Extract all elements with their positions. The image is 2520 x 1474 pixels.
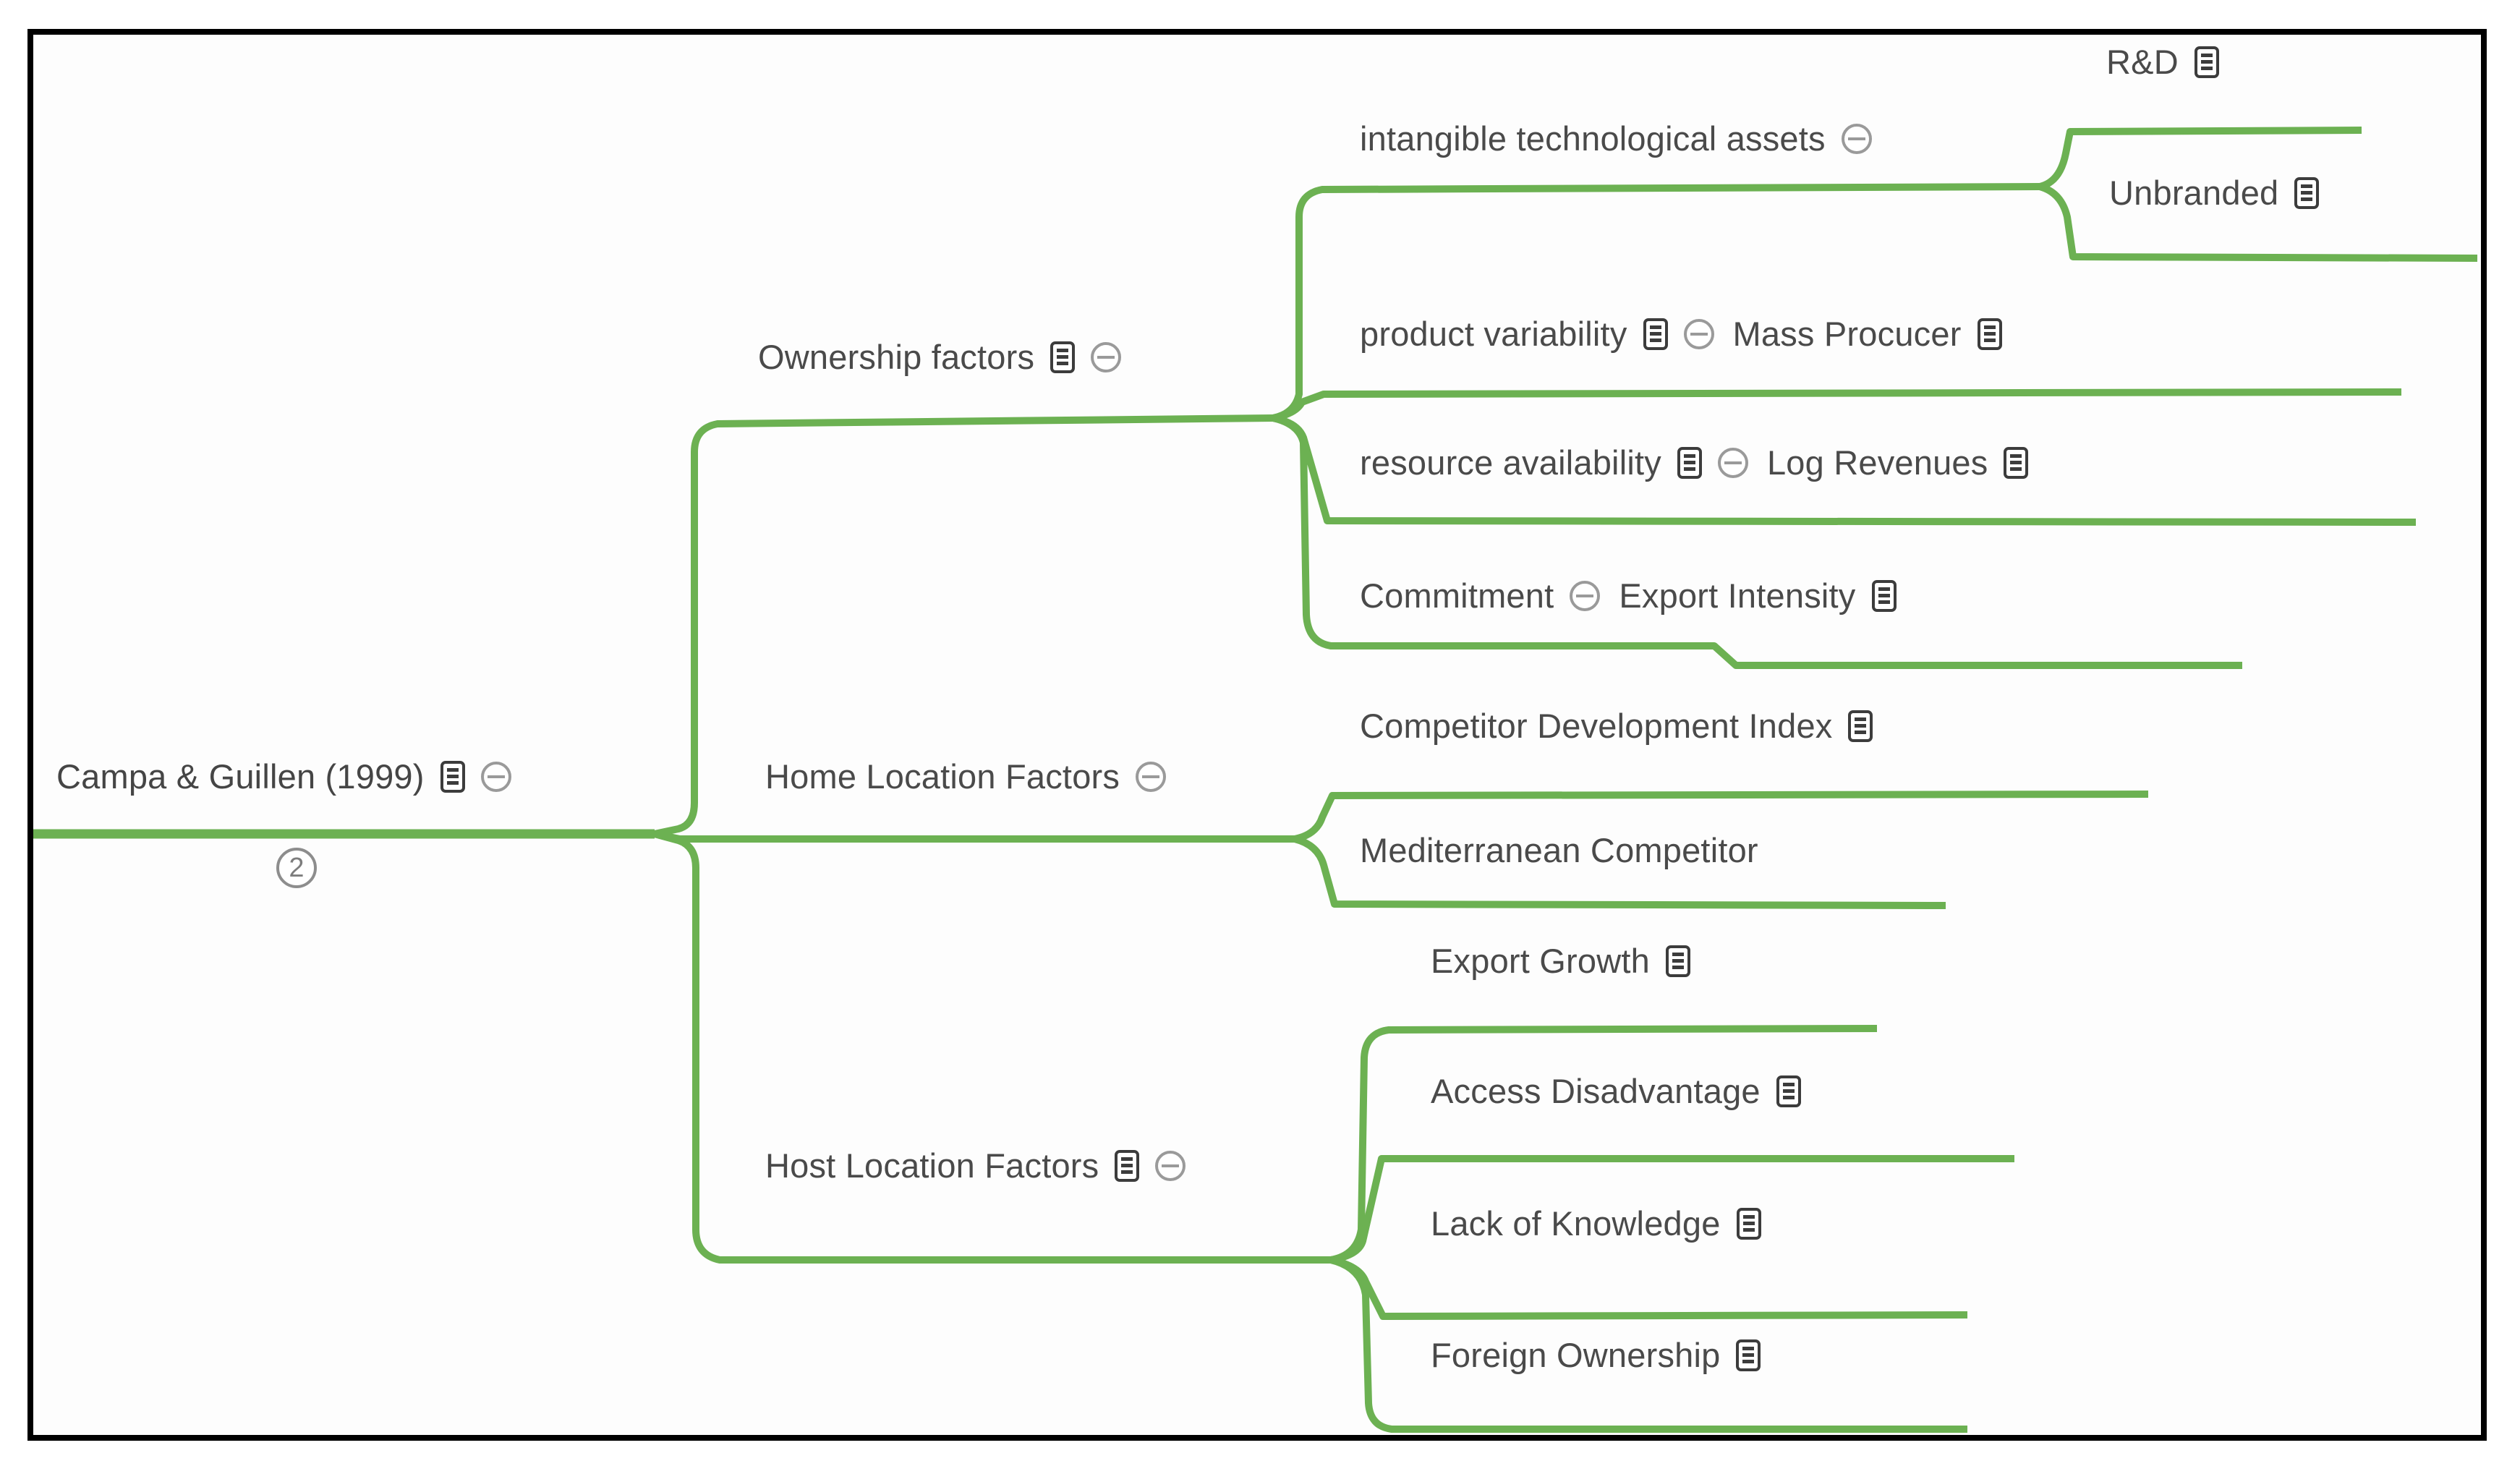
node-root[interactable]: Campa & Guillen (1999): [56, 759, 511, 793]
node-home-location-factors-label: Home Location Factors: [765, 757, 1120, 796]
node-unbranded[interactable]: Unbranded: [2109, 174, 2320, 212]
node-competitor-development-index-label: Competitor Development Index: [1360, 707, 1833, 745]
note-icon[interactable]: [1643, 318, 1668, 350]
collapse-icon[interactable]: [1570, 580, 1601, 611]
node-resource-availability-label: resource availability: [1360, 443, 1661, 482]
note-icon[interactable]: [1871, 579, 1897, 612]
node-unbranded-label: Unbranded: [2109, 174, 2279, 212]
note-icon[interactable]: [1736, 1207, 1761, 1240]
node-export-growth[interactable]: Export Growth: [1431, 944, 1690, 978]
node-intangible-technological-assets-label: intangible technological assets: [1360, 119, 1826, 158]
node-product-variability-label: product variability: [1360, 315, 1627, 353]
node-product-variability[interactable]: product variability Mass Procucer: [1360, 317, 2002, 351]
node-intangible-technological-assets[interactable]: intangible technological assets: [1360, 122, 1872, 156]
node-ownership-factors[interactable]: Ownership factors: [758, 338, 1122, 376]
node-rnd-label: R&D: [2106, 43, 2179, 81]
collapse-icon[interactable]: [1136, 761, 1167, 792]
diagram-frame: [27, 29, 2487, 1441]
note-icon[interactable]: [1677, 446, 1702, 479]
node-root-label: Campa & Guillen (1999): [56, 757, 425, 796]
collapse-icon[interactable]: [1683, 318, 1714, 349]
note-icon[interactable]: [1665, 945, 1690, 977]
node-export-growth-label: Export Growth: [1431, 942, 1650, 980]
note-icon[interactable]: [2294, 176, 2320, 209]
note-icon[interactable]: [1050, 341, 1076, 373]
collapse-icon[interactable]: [1091, 341, 1122, 372]
node-foreign-ownership-label: Foreign Ownership: [1431, 1336, 1721, 1374]
note-icon[interactable]: [440, 760, 465, 793]
node-lack-of-knowledge-label: Lack of Knowledge: [1431, 1204, 1721, 1243]
node-lack-of-knowledge[interactable]: Lack of Knowledge: [1431, 1206, 1761, 1240]
note-icon[interactable]: [1736, 1339, 1761, 1371]
node-log-revenues-label[interactable]: Log Revenues: [1766, 443, 1988, 482]
collapse-icon[interactable]: [1717, 447, 1748, 478]
node-mediterranean-competitor-label: Mediterranean Competitor: [1360, 831, 1758, 869]
node-mass-procucer-label[interactable]: Mass Procucer: [1732, 315, 1962, 353]
node-access-disadvantage-label: Access Disadvantage: [1431, 1072, 1761, 1110]
node-access-disadvantage[interactable]: Access Disadvantage: [1431, 1074, 1801, 1108]
node-rnd[interactable]: R&D: [2106, 45, 2219, 79]
node-home-location-factors[interactable]: Home Location Factors: [765, 757, 1167, 796]
node-mediterranean-competitor[interactable]: Mediterranean Competitor: [1360, 833, 1758, 867]
node-host-location-factors-label: Host Location Factors: [765, 1146, 1099, 1185]
collapse-icon[interactable]: [1155, 1150, 1186, 1181]
node-host-location-factors[interactable]: Host Location Factors: [765, 1146, 1186, 1185]
collapse-icon[interactable]: [1841, 123, 1872, 154]
note-icon[interactable]: [1977, 318, 2002, 350]
collapse-icon[interactable]: [480, 761, 511, 792]
note-icon[interactable]: [1776, 1075, 1801, 1107]
note-icon[interactable]: [1848, 710, 1873, 742]
node-export-intensity-label[interactable]: Export Intensity: [1619, 576, 1856, 615]
child-count-badge: 2: [276, 848, 317, 888]
node-foreign-ownership[interactable]: Foreign Ownership: [1431, 1338, 1761, 1372]
node-commitment[interactable]: Commitment Export Intensity: [1360, 579, 1897, 613]
note-icon[interactable]: [1115, 1149, 1140, 1182]
note-icon[interactable]: [2194, 46, 2219, 78]
node-competitor-development-index[interactable]: Competitor Development Index: [1360, 709, 1873, 743]
node-ownership-factors-label: Ownership factors: [758, 338, 1035, 376]
node-resource-availability[interactable]: resource availability Log Revenues: [1360, 443, 2029, 482]
note-icon[interactable]: [2004, 446, 2029, 479]
node-commitment-label: Commitment: [1360, 576, 1554, 615]
